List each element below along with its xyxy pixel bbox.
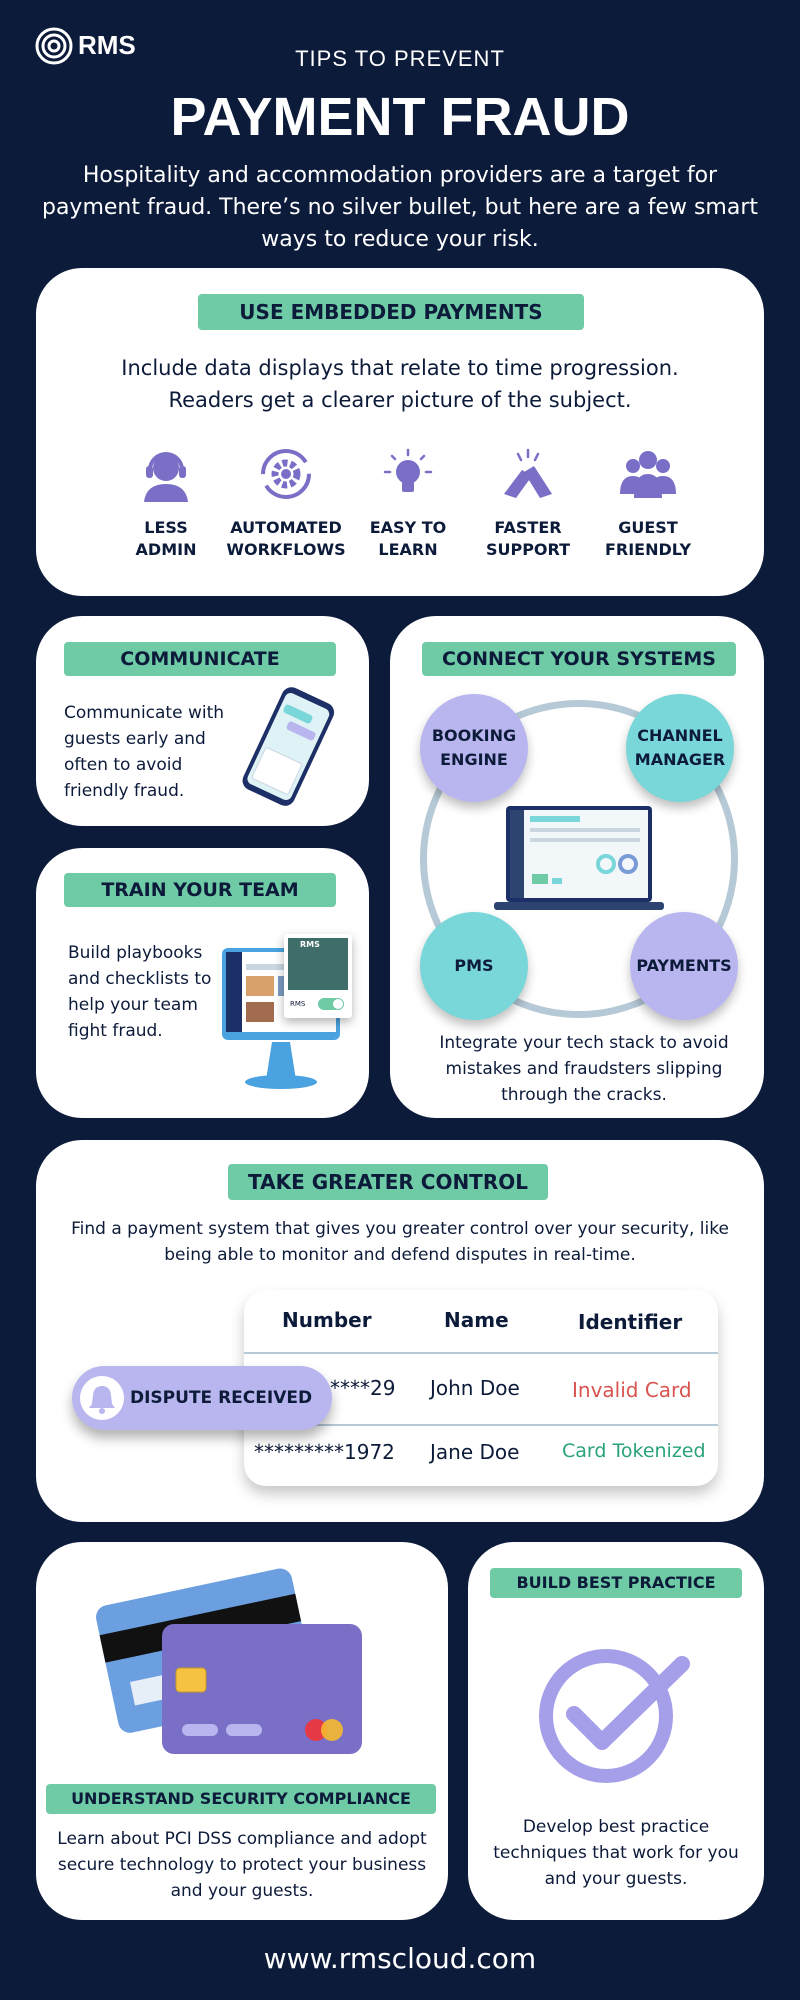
connect-ring [420,700,738,1018]
connect-heading: CONNECT YOUR SYSTEMS [422,642,736,676]
overlay-card: RMS RMS [284,934,352,1018]
control-heading: TAKE GREATER CONTROL [228,1164,548,1200]
compliance-heading: UNDERSTAND SECURITY COMPLIANCE [46,1784,436,1814]
embedded-payments-heading: USE EMBEDDED PAYMENTS [198,294,584,330]
practice-text: Develop best practice techniques that wo… [493,1817,739,1889]
smartphone-icon [242,687,335,806]
column-header-identifier: Identifier [578,1310,683,1334]
lightbulb-icon [383,448,433,492]
header-kicker: TIPS TO PREVENT [295,46,505,71]
row-1-identifier: Invalid Card [572,1378,692,1402]
rms-logo: RMS [34,26,144,66]
rms-logo-text: RMS [78,30,136,60]
train-heading: TRAIN YOUR TEAM [64,873,336,907]
laptop-dashboard-icon [494,806,664,910]
dispute-badge[interactable]: DISPUTE RECEIVED [72,1366,332,1430]
dispute-icon-circle [80,1376,124,1420]
pms-node: PMS [420,912,528,1020]
overlay-caption: RMS [290,1000,306,1008]
dispute-label: DISPUTE RECEIVED [130,1388,313,1408]
row-2-identifier: Card Tokenized [562,1440,706,1462]
column-header-name: Name [444,1308,509,1332]
column-header-number: Number [282,1308,372,1332]
rms-logo-icon [35,27,73,65]
connect-text: Integrate your tech stack to avoid mista… [439,1033,729,1105]
train-text: Build playbooks and checklists to help y… [68,943,212,1041]
payments-node: PAYMENTS [630,912,738,1020]
overlay-photo: RMS [288,938,348,990]
toggle-knob [333,999,343,1009]
control-text: Find a payment system that gives you gre… [71,1219,729,1265]
row-2-name: Jane Doe [430,1440,520,1464]
footer-url[interactable]: www.rmscloud.com [263,1942,537,1975]
communicate-heading: COMMUNICATE [64,642,336,676]
row-2-number: *********1972 [254,1440,395,1464]
group-icon [620,451,676,498]
intro-text: Hospitality and accommodation providers … [41,163,759,252]
communicate-text: Communicate with guests early and often … [64,703,225,801]
overlay-brand: RMS [300,940,320,949]
table-divider-1 [244,1352,718,1354]
credit-cards-icon [96,1568,362,1754]
table-divider-2 [244,1424,718,1426]
bell-icon [89,1386,115,1414]
row-1-name: John Doe [430,1376,520,1400]
page-title: PAYMENT FRAUD [170,87,630,147]
checkmark-circle-icon [539,1649,690,1783]
handshake-icon [504,448,552,498]
compliance-text: Learn about PCI DSS compliance and adopt… [57,1829,427,1901]
embedded-payments-text: Include data displays that relate to tim… [121,356,679,412]
row-1-number: ****29 [330,1376,396,1400]
gear-cycle-icon [261,449,311,499]
support-agent-icon [144,452,188,502]
toggle-switch[interactable] [318,998,344,1010]
practice-heading: BUILD BEST PRACTICE [490,1568,742,1598]
